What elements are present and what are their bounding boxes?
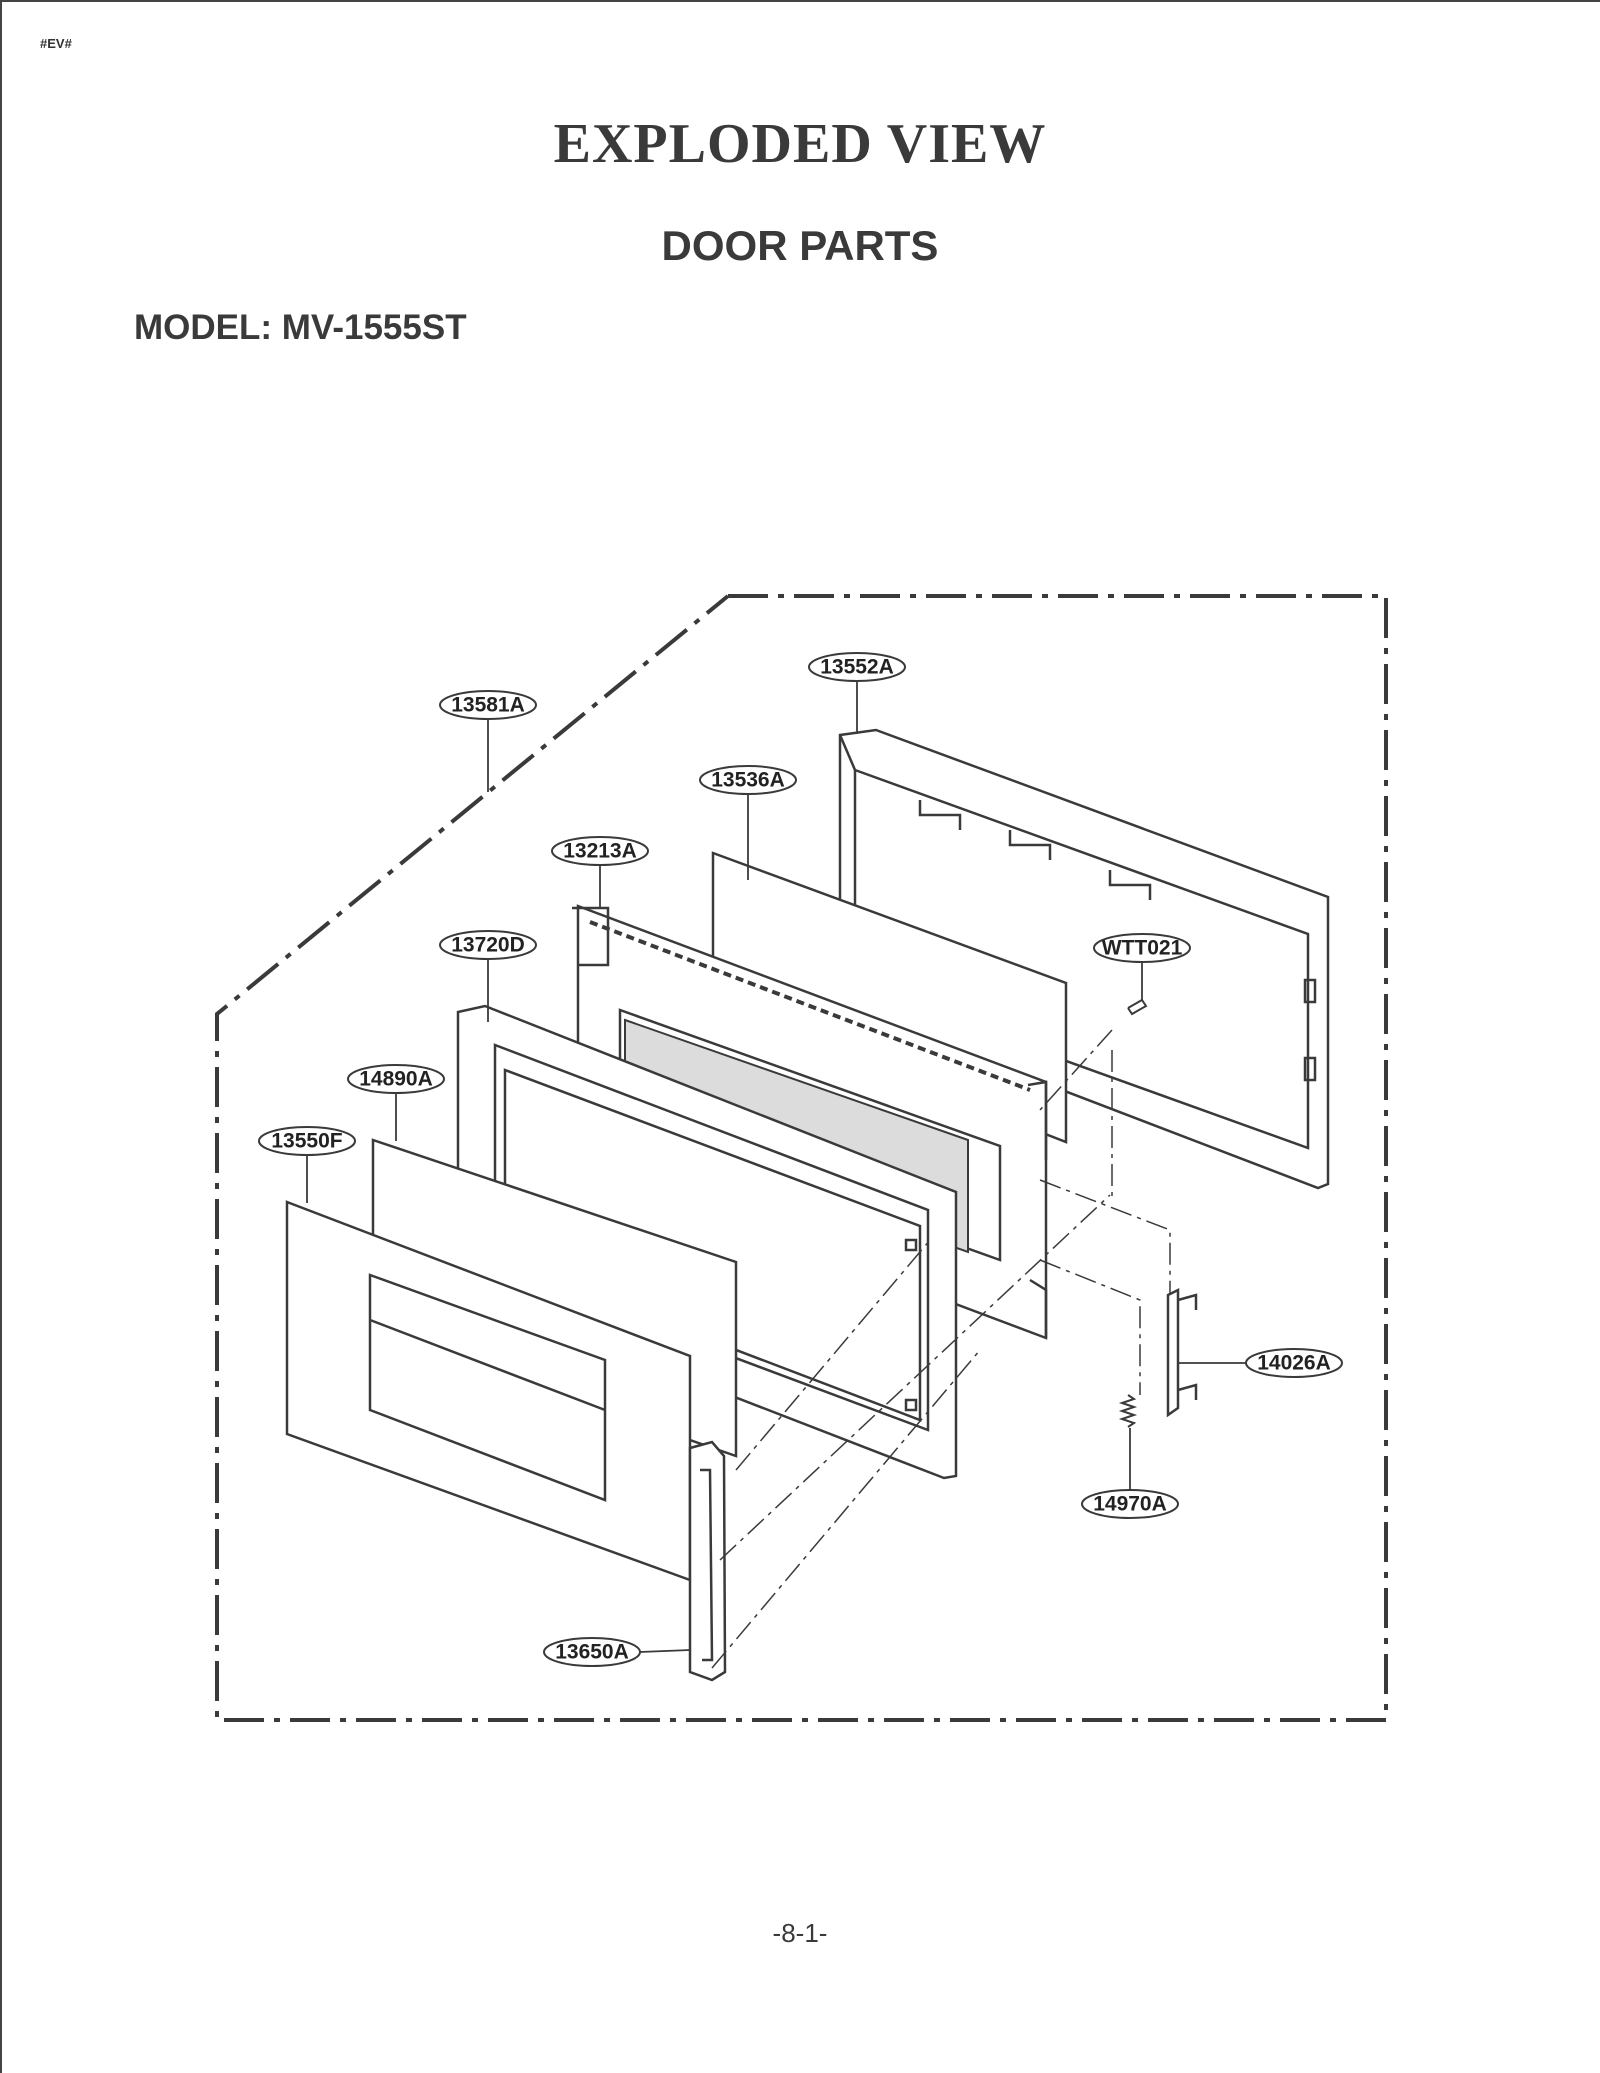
assembly-boundary — [215, 594, 1388, 1722]
callout-label: 14026A — [1257, 1352, 1331, 1375]
part-door-latch — [1166, 1287, 1198, 1418]
part-door-handle — [688, 1440, 727, 1682]
callout-label: 14970A — [1093, 1493, 1167, 1516]
leader-lines — [306, 680, 1246, 1653]
model-label: MODEL: MV-1555ST — [134, 308, 467, 347]
callout-bubbles — [258, 652, 1343, 1667]
callout-label: 13213A — [563, 840, 637, 863]
section-subtitle: DOOR PARTS — [661, 222, 939, 269]
callout-label: 13550F — [271, 1130, 342, 1153]
callout-label: 13720D — [451, 934, 525, 957]
assembly-guides — [711, 1029, 1171, 1669]
callout-label: 13552A — [820, 656, 894, 679]
document-tag: #EV# — [40, 36, 72, 51]
callout-label: 13581A — [451, 694, 525, 717]
part-latch-spring — [1118, 1394, 1138, 1428]
page-number: -8-1- — [772, 1918, 828, 1948]
page-title: EXPLODED VIEW — [553, 113, 1047, 175]
callout-label: WTT021 — [1102, 937, 1183, 960]
callout-label: 13536A — [711, 769, 785, 792]
part-screw — [1127, 998, 1148, 1016]
callout-label: 13650A — [555, 1641, 629, 1664]
callout-label: 14890A — [359, 1068, 433, 1091]
